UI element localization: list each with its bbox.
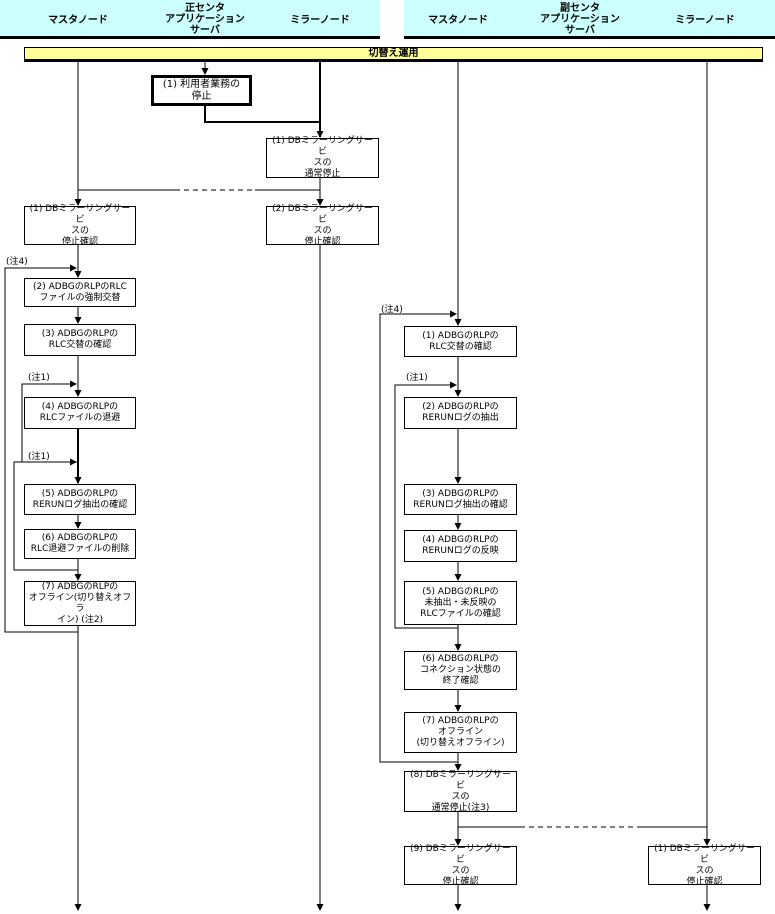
header-secondary-app-server: 副センタ アプリケーション サーバ	[540, 3, 620, 36]
step-primary-master-7: (7) ADBGのRLPの オフライン(切り替えオフラ イン) (注2)	[24, 581, 136, 626]
step-secondary-master-7: (7) ADBGのRLPの オフライン (切り替えオフライン)	[404, 712, 517, 753]
step-secondary-mirror-1: (1) DBミラーリングサービ スの 停止確認	[648, 844, 761, 887]
step-primary-master-3: (3) ADBGのRLPの RLC交替の確認	[24, 324, 136, 356]
step-secondary-master-4: (4) ADBGのRLPの RERUNログの反映	[404, 530, 517, 562]
note-1-primary-a: (注1)	[28, 373, 50, 383]
note-4-primary: (注4)	[6, 257, 28, 267]
header-secondary-master: マスタノード	[428, 15, 488, 26]
note-1-secondary: (注1)	[406, 373, 428, 383]
switchover-operation-banner: 切替え運用	[24, 47, 763, 62]
primary-center-header	[0, 0, 380, 39]
step-primary-master-1: (1) DBミラーリングサービ スの 停止確認	[24, 204, 136, 247]
step-secondary-master-2: (2) ADBGのRLPの RERUNログの抽出	[404, 397, 517, 429]
step-primary-mirror-2: (2) DBミラーリングサービ スの 停止確認	[266, 204, 379, 247]
step-primary-master-2: (2) ADBGのRLPのRLC ファイルの強制交替	[24, 278, 136, 307]
step-secondary-master-9: (9) DBミラーリングサービ スの 停止確認	[404, 844, 517, 887]
header-secondary-mirror: ミラーノード	[675, 15, 735, 26]
secondary-center-header	[404, 0, 775, 39]
step-primary-mirror-normal-stop: (1) DBミラーリングサービ スの 通常停止	[266, 136, 379, 179]
step-secondary-master-3: (3) ADBGのRLPの RERUNログ抽出の確認	[404, 484, 517, 515]
header-primary-mirror: ミラーノード	[290, 15, 350, 26]
header-primary-master: マスタノード	[48, 15, 108, 26]
step-secondary-master-1: (1) ADBGのRLPの RLC交替の確認	[404, 326, 517, 357]
header-primary-app-server: 正センタ アプリケーション サーバ	[165, 3, 245, 36]
step-secondary-master-6: (6) ADBGのRLPの コネクション状態の 終了確認	[404, 651, 517, 690]
step-primary-master-5: (5) ADBGのRLPの RERUNログ抽出の確認	[24, 484, 136, 515]
step-secondary-master-8: (8) DBミラーリングサービ スの 通常停止(注3)	[404, 770, 517, 813]
note-4-secondary: (注4)	[381, 305, 403, 315]
step-app-user-ops-stop: (1) 利用者業務の 停止	[151, 75, 252, 106]
step-primary-master-6: (6) ADBGのRLPの RLC退避ファイルの削除	[24, 529, 136, 559]
step-secondary-master-5: (5) ADBGのRLPの 未抽出・未反映の RLCファイルの確認	[404, 581, 517, 625]
note-1-primary-b: (注1)	[28, 452, 50, 462]
step-primary-master-4: (4) ADBGのRLPの RLCファイルの退避	[24, 397, 136, 429]
